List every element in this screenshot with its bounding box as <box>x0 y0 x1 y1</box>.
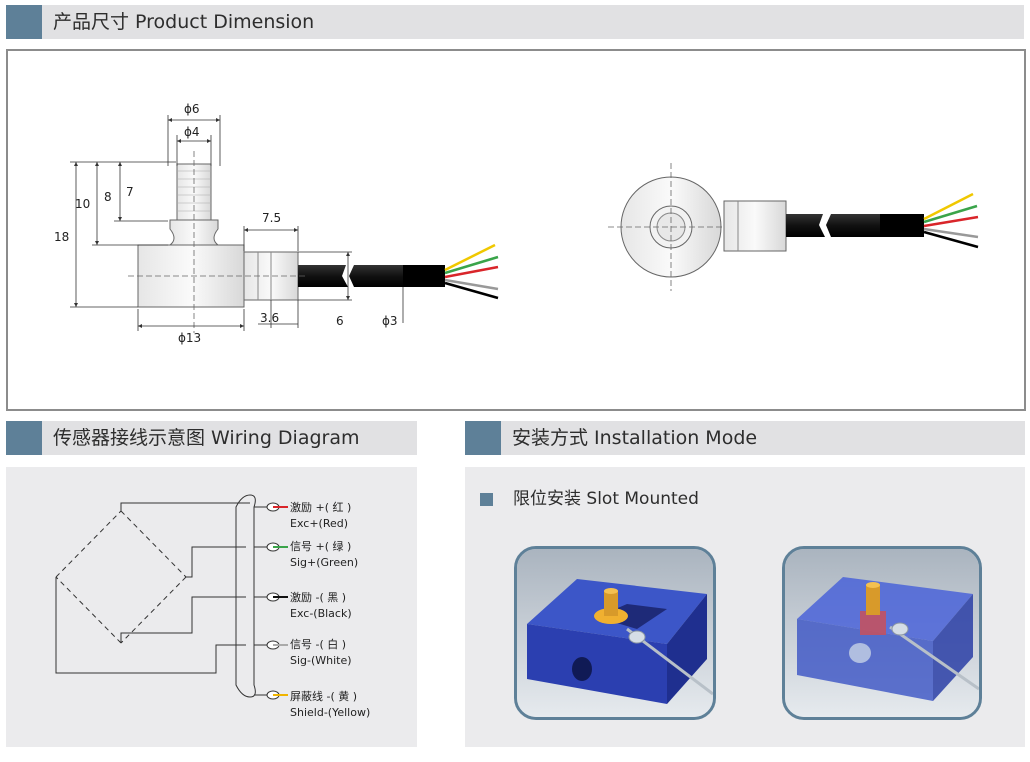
dimension-drawing-panel: ϕ6 ϕ4 10 8 7 18 7.5 3.6 6 ϕ3 ϕ13 <box>6 49 1026 411</box>
dimension-lines <box>70 115 404 331</box>
terminal-yellow <box>254 690 288 700</box>
wire-label-shield: 屏蔽线 -( 黄 )Shield-(Yellow) <box>290 690 371 719</box>
bullet-square <box>480 493 493 506</box>
dim-phi3: ϕ3 <box>382 314 398 328</box>
section-header-product-dimension: 产品尺寸 Product Dimension <box>6 5 1024 39</box>
cable <box>298 265 348 287</box>
wire-label-sig-minus: 信号 -( 白 )Sig-(White) <box>290 638 352 667</box>
terminal-black <box>254 592 288 602</box>
terminal-white <box>254 640 288 650</box>
dim-7-5: 7.5 <box>262 211 281 225</box>
dim-6: 6 <box>336 314 344 328</box>
dim-8: 8 <box>104 190 112 204</box>
dim-10: 10 <box>75 197 90 211</box>
section-header-wiring-diagram: 传感器接线示意图 Wiring Diagram <box>6 421 417 455</box>
dim-18: 18 <box>54 230 69 244</box>
section-marker <box>6 5 42 39</box>
section-title: 安装方式 Installation Mode <box>512 427 758 449</box>
dimension-labels: ϕ6 ϕ4 10 8 7 18 7.5 3.6 6 ϕ3 ϕ13 <box>54 102 398 345</box>
slot-mounted-image-1 <box>514 546 716 720</box>
lead-wires <box>444 243 499 300</box>
installation-subtitle: 限位安装 Slot Mounted <box>513 489 699 509</box>
wire-label-sig-plus: 信号 +( 绿 )Sig+(Green) <box>290 540 359 569</box>
dim-phi13: ϕ13 <box>178 331 201 345</box>
section-marker <box>465 421 501 455</box>
top-view <box>608 163 979 291</box>
side-view <box>128 151 499 333</box>
wiring-diagram-panel: 激励 +( 红 )Exc+(Red) 信号 +( 绿 )Sig+(Green) … <box>6 467 417 747</box>
wire-label-exc-minus: 激励 -( 黑 )Exc-(Black) <box>290 591 352 620</box>
dim-phi4: ϕ4 <box>184 125 200 139</box>
section-marker <box>6 421 42 455</box>
top-view-connector <box>723 200 787 252</box>
dim-7: 7 <box>126 185 134 199</box>
wiring-schematic <box>55 494 288 700</box>
dim-3-6: 3.6 <box>260 311 279 325</box>
section-title: 传感器接线示意图 Wiring Diagram <box>53 427 360 449</box>
installation-panel: 限位安装 Slot Mounted <box>465 467 1025 747</box>
section-header-installation-mode: 安装方式 Installation Mode <box>465 421 1025 455</box>
terminal-red <box>254 502 288 512</box>
terminal-green <box>254 542 288 552</box>
wire-terminals <box>254 502 288 700</box>
slot-mounted-image-2 <box>782 546 982 720</box>
dimension-drawing: ϕ6 ϕ4 10 8 7 18 7.5 3.6 6 ϕ3 ϕ13 <box>54 102 979 345</box>
section-title: 产品尺寸 Product Dimension <box>53 11 315 33</box>
wire-label-exc-plus: 激励 +( 红 )Exc+(Red) <box>290 501 352 530</box>
dim-phi6: ϕ6 <box>184 102 200 116</box>
